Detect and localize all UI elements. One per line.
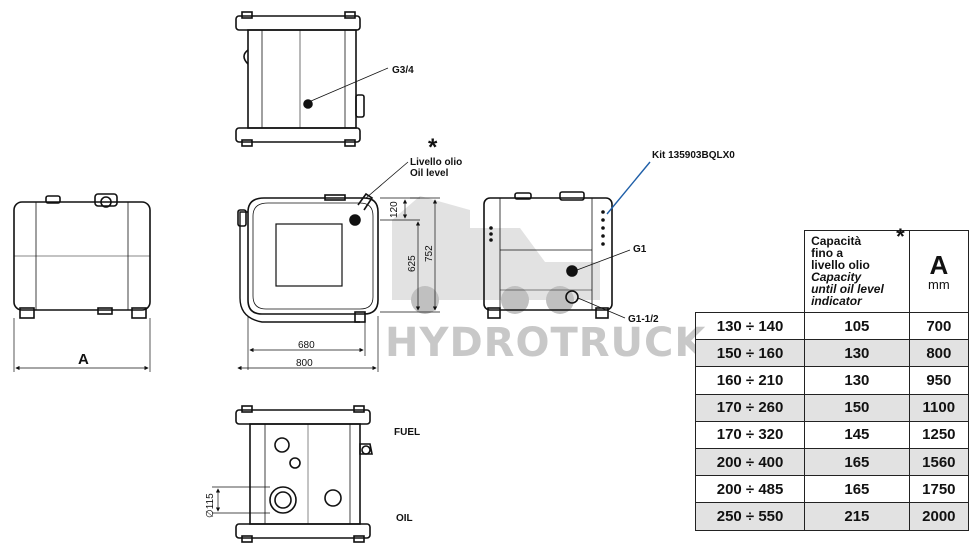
table-cell: 105	[804, 311, 910, 341]
oil-level-asterisk: *	[428, 134, 438, 161]
dim-800: 800	[296, 358, 313, 369]
label-fuel: FUEL	[394, 427, 420, 438]
header-cap-line-2: fino a	[811, 246, 844, 260]
side-view-left	[13, 193, 151, 319]
table-cell: 950	[908, 366, 970, 395]
dim-680: 680	[298, 340, 315, 351]
table-cell: 1750	[908, 475, 970, 504]
bottom-view-dimension	[212, 486, 270, 514]
label-g34: G3/4	[392, 65, 414, 76]
table-cell: 130	[804, 366, 910, 395]
g112-leader	[577, 297, 626, 319]
table-header-capacity: Capacità fino a livello olio Capacity un…	[804, 224, 910, 313]
dim-a-label: A	[78, 351, 89, 368]
g1-leader	[576, 249, 631, 271]
dimension-a	[13, 318, 151, 372]
watermark-text: HYDROTRUCK	[385, 320, 707, 366]
label-kit: Kit 135903BQLX0	[652, 150, 735, 161]
header-a-unit: mm	[927, 277, 950, 292]
table-cell: 800	[908, 339, 970, 368]
g34-leader	[310, 67, 389, 102]
table-cell: 200 ÷ 400	[694, 447, 806, 477]
table-header-a: A mm	[908, 230, 970, 313]
table-cell: 200 ÷ 485	[694, 475, 806, 504]
table-cell: 130 ÷ 140	[694, 311, 806, 341]
top-view	[235, 11, 365, 147]
dim-752: 752	[424, 245, 435, 262]
header-cap-en-3: indicator	[811, 294, 862, 308]
label-oil-level: Oil level	[410, 168, 449, 179]
table-cell: 150	[804, 393, 910, 422]
header-cap-en-1: Capacity	[811, 270, 862, 284]
label-livello-olio: Livello olio	[410, 157, 462, 168]
front-view	[237, 192, 379, 323]
table-cell: 215	[804, 502, 910, 531]
table-cell: 130	[804, 339, 910, 368]
header-cap-line-3: livello olio	[811, 258, 870, 272]
table-cell: 145	[804, 420, 910, 449]
table-cell: 165	[804, 447, 910, 477]
table-cell: 165	[804, 475, 910, 504]
table-cell: 170 ÷ 260	[694, 393, 806, 422]
level-indicator-dots	[489, 210, 605, 246]
table-cell: 160 ÷ 210	[694, 366, 806, 395]
table-cell: 1560	[908, 447, 970, 477]
header-asterisk: *	[896, 224, 905, 249]
table-cell: 1250	[908, 420, 970, 449]
dim-120: 120	[389, 201, 400, 218]
label-g1-1-2: G1-1/2	[628, 314, 659, 325]
table-header-row: Capacità fino a livello olio Capacity un…	[695, 224, 970, 313]
table-cell: 2000	[908, 502, 970, 531]
table-header-blank	[695, 230, 806, 313]
header-cap-line-1: Capacità	[811, 234, 862, 248]
table-cell: 700	[908, 311, 970, 341]
dim-625: 625	[407, 255, 418, 272]
front-view-dimensions	[237, 197, 440, 372]
dim-115: ∅115	[205, 493, 216, 518]
bottom-view	[235, 405, 373, 543]
table-cell: 170 ÷ 320	[694, 420, 806, 449]
kit-leader	[606, 161, 651, 215]
table-cell: 1100	[908, 393, 970, 422]
capacity-table: Capacità fino a livello olio Capacity un…	[694, 224, 970, 531]
header-cap-en-2: until oil level	[811, 282, 884, 296]
table-cell: 250 ÷ 550	[694, 502, 806, 531]
header-a-letter: A	[929, 250, 949, 280]
label-g1: G1	[633, 244, 647, 255]
side-view-right	[483, 191, 613, 319]
table-cell: 150 ÷ 160	[694, 339, 806, 368]
oil-level-leader	[365, 161, 409, 199]
label-oil: OIL	[396, 513, 413, 524]
